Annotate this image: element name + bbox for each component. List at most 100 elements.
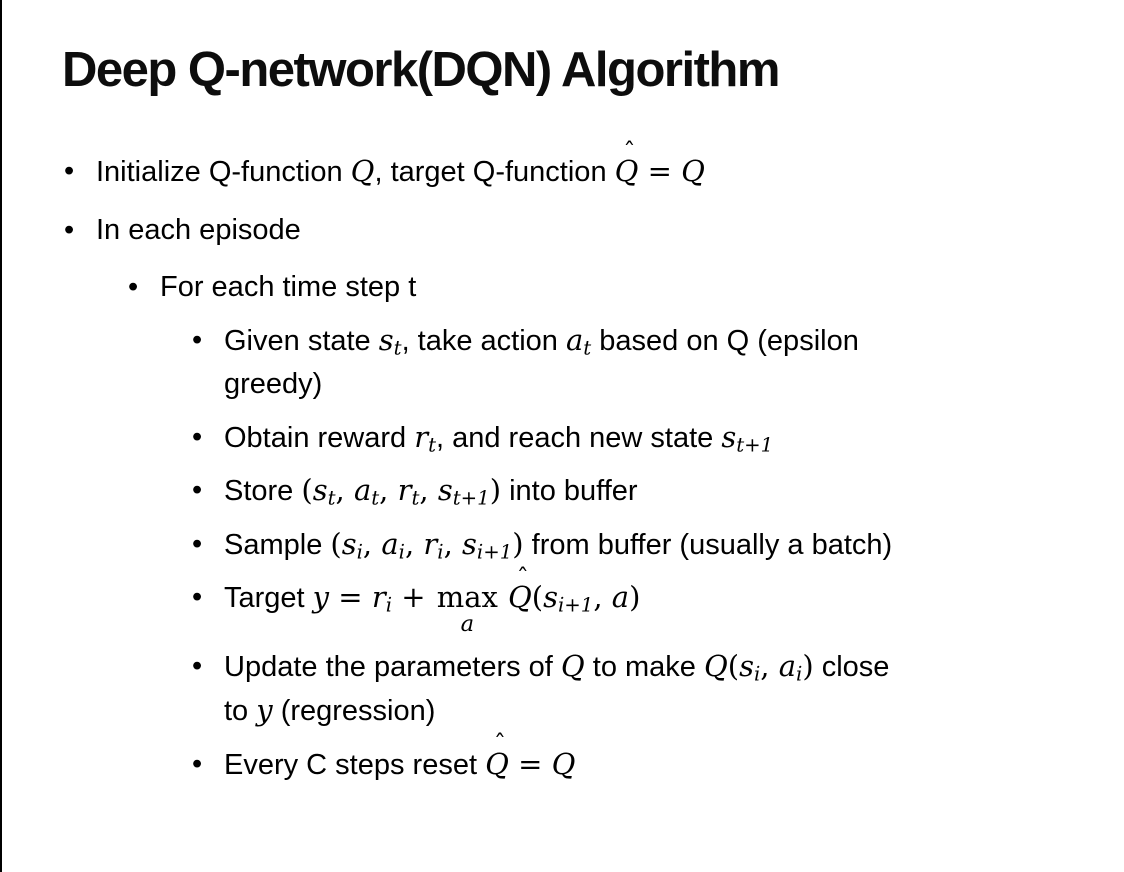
bullet-marker-icon: • [192,527,203,560]
bullet-marker-icon: • [64,213,75,246]
math-subscripted-variable: at [353,473,380,510]
math-operator: , [404,526,424,561]
bullet-marker-icon: • [192,581,203,613]
max-under-subscript: a [460,611,475,637]
text-run [500,582,508,614]
text-run: greedy) [224,368,323,400]
math-subscripted-variable: st [313,473,336,510]
math-variable: r [423,526,438,561]
math-variable: r [371,580,386,614]
hat-accent-icon: ˆ [516,562,529,592]
bullet-marker-icon: • [192,649,203,682]
bullet-text: Store (st, at, rt, st+1) into buffer [224,469,1088,514]
math-subscripted-variable: si+1 [543,580,593,616]
bullet-item: • In each episode [64,209,1088,253]
bullet-text: Initialize Q-function Q, target Q-functi… [96,139,1088,195]
math-operator: ) [629,580,641,614]
math-subscripted-variable: ai [381,526,405,563]
math-subscript: i [753,661,761,685]
math-subscripted-variable: rt [397,473,420,509]
math-operator: ) [512,526,524,561]
bullet-text: In each episode [96,209,1088,253]
text-run: Update the parameters of [224,650,561,683]
math-operator: , [593,580,612,614]
math-variable: s [437,473,453,507]
text-run: into buffer [501,475,638,507]
math-variable: a [778,648,797,683]
math-variable: s [543,580,558,614]
math-variable: r [397,473,412,507]
bullet-marker-icon: • [192,747,203,780]
math-operator: , [443,526,463,561]
text-run: For each time step t [160,271,417,303]
math-subscripted-variable: st+1 [437,473,490,510]
bullet-text: Update the parameters of Q to make Q(si,… [224,645,1088,734]
math-variable: y [256,693,273,727]
math-operator: , [362,526,382,561]
bullet-marker-icon: • [64,155,75,187]
text-run: based on Q (epsilon [591,324,859,357]
bullet-item: •Store (st, at, rt, st+1) into buffer [192,469,1088,514]
math-operator: ( [531,580,544,614]
text-run: , and reach new state [436,421,722,454]
math-subscripted-variable: ri [423,526,444,563]
math-operator: ( [330,526,342,561]
bullet-marker-icon: • [192,323,203,356]
text-run: Store [224,475,302,507]
math-subscript: i [398,539,405,563]
bullet-item: •Obtain reward rt, and reach new state s… [192,416,1088,461]
bullet-text: For each time step t [160,266,1088,310]
math-variable: a [353,473,372,507]
math-subscript: t+1 [452,486,490,510]
bullet-marker-icon: • [192,420,203,453]
text-run: Initialize Q-function [96,156,351,188]
left-border-line [0,0,2,872]
math-subscript: i+1 [476,539,513,563]
math-subscript: i [437,539,444,563]
math-subscript: t [327,486,336,510]
text-run: Given state [224,324,379,357]
hat-accent-icon: ˆ [493,729,507,759]
bullet-text: Given state st, take action at based on … [224,319,1088,407]
text-run: In each episode [96,213,301,246]
bullet-marker-icon: • [192,474,203,506]
math-subscripted-variable: ri [371,580,392,617]
math-subscript: t [371,486,380,510]
math-variable: Q [551,746,576,781]
text-run: Every C steps reset [224,748,486,781]
math-variable: y [312,580,330,614]
max-operator-label: max [436,580,498,614]
math-operator: ( [301,473,313,507]
math-subscripted-variable: st+1 [721,420,773,456]
math-variable: Q [703,648,728,683]
math-variable: a [611,580,630,614]
text-run: close [813,650,890,683]
math-operator: , [419,473,438,507]
bullet-list: • Initialize Q-function Q, target Q-funct… [0,139,1088,796]
bullet-marker-icon: • [128,271,139,303]
math-variable: Q [560,648,585,683]
text-run: from buffer (usually a batch) [523,528,893,561]
math-variable: r [414,419,429,454]
math-operator: = [508,746,552,781]
text-run: to [224,695,257,727]
text-run: Target [224,582,313,614]
math-operator: ) [489,473,502,507]
text-run: (regression) [272,695,436,727]
math-operator: = [638,154,682,188]
math-variable: a [381,526,399,561]
text-run: to make [584,650,704,683]
math-variable: s [378,322,394,357]
math-subscript: i [385,593,392,617]
math-variable: Q [485,746,509,781]
math-subscript: t [583,335,592,359]
text-run: Obtain reward [224,421,415,454]
math-subscripted-variable: si [342,527,363,563]
bullet-item: •Sample (si, ai, ri, si+1) from buffer (… [192,523,1088,568]
math-operator: , [379,473,398,507]
